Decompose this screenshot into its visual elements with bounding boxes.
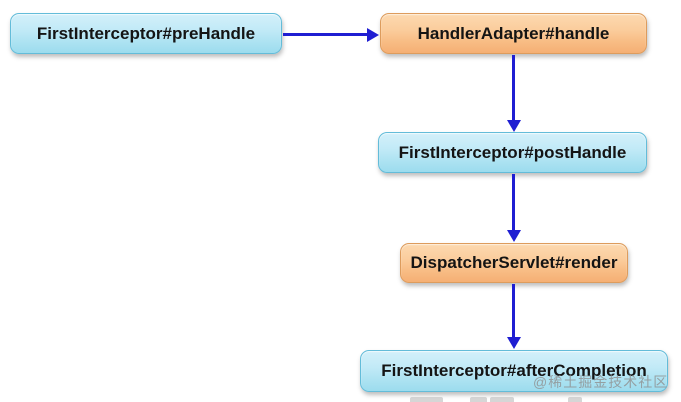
cropped-shape-artifact bbox=[568, 397, 582, 402]
node-label-handle: HandlerAdapter#handle bbox=[417, 23, 610, 43]
node-firstinterceptor-aftercompletion: FirstInterceptor#afterCompletion bbox=[360, 350, 668, 392]
node-label-prehandle: FirstInterceptor#preHandle bbox=[36, 23, 256, 43]
node-label-aftercompletion: FirstInterceptor#afterCompletion bbox=[381, 361, 647, 380]
node-dispatcherservlet-render: DispatcherServlet#render bbox=[400, 243, 628, 283]
arrow-line bbox=[512, 174, 515, 230]
arrow-head-down-icon bbox=[506, 120, 521, 132]
arrow-line bbox=[283, 33, 367, 36]
node-handleradapter-handle: HandlerAdapter#handle bbox=[380, 13, 647, 54]
node-label-render: DispatcherServlet#render bbox=[410, 253, 618, 272]
cropped-shape-artifact bbox=[470, 397, 487, 402]
arrow-head-right-icon bbox=[367, 27, 379, 42]
arrow-head-down-icon bbox=[506, 337, 521, 349]
cropped-shape-artifact bbox=[410, 397, 443, 402]
cropped-shape-artifact bbox=[490, 397, 514, 402]
watermark: @稀土掘金技术社区 bbox=[533, 374, 669, 390]
arrow-head-down-icon bbox=[506, 230, 521, 242]
arrow-line bbox=[512, 55, 515, 120]
arrow-line bbox=[512, 284, 515, 337]
node-firstinterceptor-prehandle: FirstInterceptor#preHandle bbox=[10, 13, 282, 54]
node-label-posthandle: FirstInterceptor#postHandle bbox=[398, 142, 627, 162]
node-firstinterceptor-posthandle: FirstInterceptor#postHandle bbox=[378, 132, 647, 173]
